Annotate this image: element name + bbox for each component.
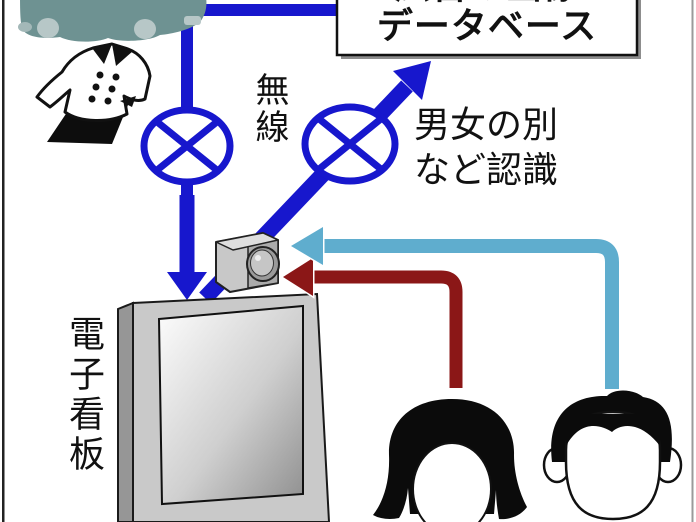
- signboard-label: 電子看板: [64, 315, 105, 475]
- wireless-antenna-symbol-up: [301, 103, 399, 185]
- frame-right-edge: [691, 0, 694, 522]
- database-box: [335, 0, 641, 59]
- recognition-label: 男女の別 など認識: [414, 102, 558, 192]
- recognition-label-line1: 男女の別: [414, 104, 559, 145]
- frame-left-edge: [2, 0, 5, 522]
- database-box-label: 広告の画像 データベース: [337, 0, 637, 46]
- database-box-label-line1: 広告の画像: [337, 0, 637, 6]
- digital-signboard-icon: [117, 292, 331, 522]
- skyblue-arrow: [288, 224, 622, 389]
- wireless-antenna-symbol-down: [140, 106, 234, 186]
- database-box-label-line2: データベース: [376, 5, 598, 46]
- surveillance-camera-icon: [215, 232, 280, 293]
- wireless-label: 無線: [250, 72, 288, 146]
- man-face-icon: [542, 390, 683, 521]
- recognition-label-line2: など認識: [414, 149, 559, 190]
- woman-face-icon: [373, 399, 527, 522]
- darkred-arrow: [280, 255, 465, 388]
- car-icon: [18, 0, 207, 42]
- woman-outfit-icon: [35, 42, 152, 144]
